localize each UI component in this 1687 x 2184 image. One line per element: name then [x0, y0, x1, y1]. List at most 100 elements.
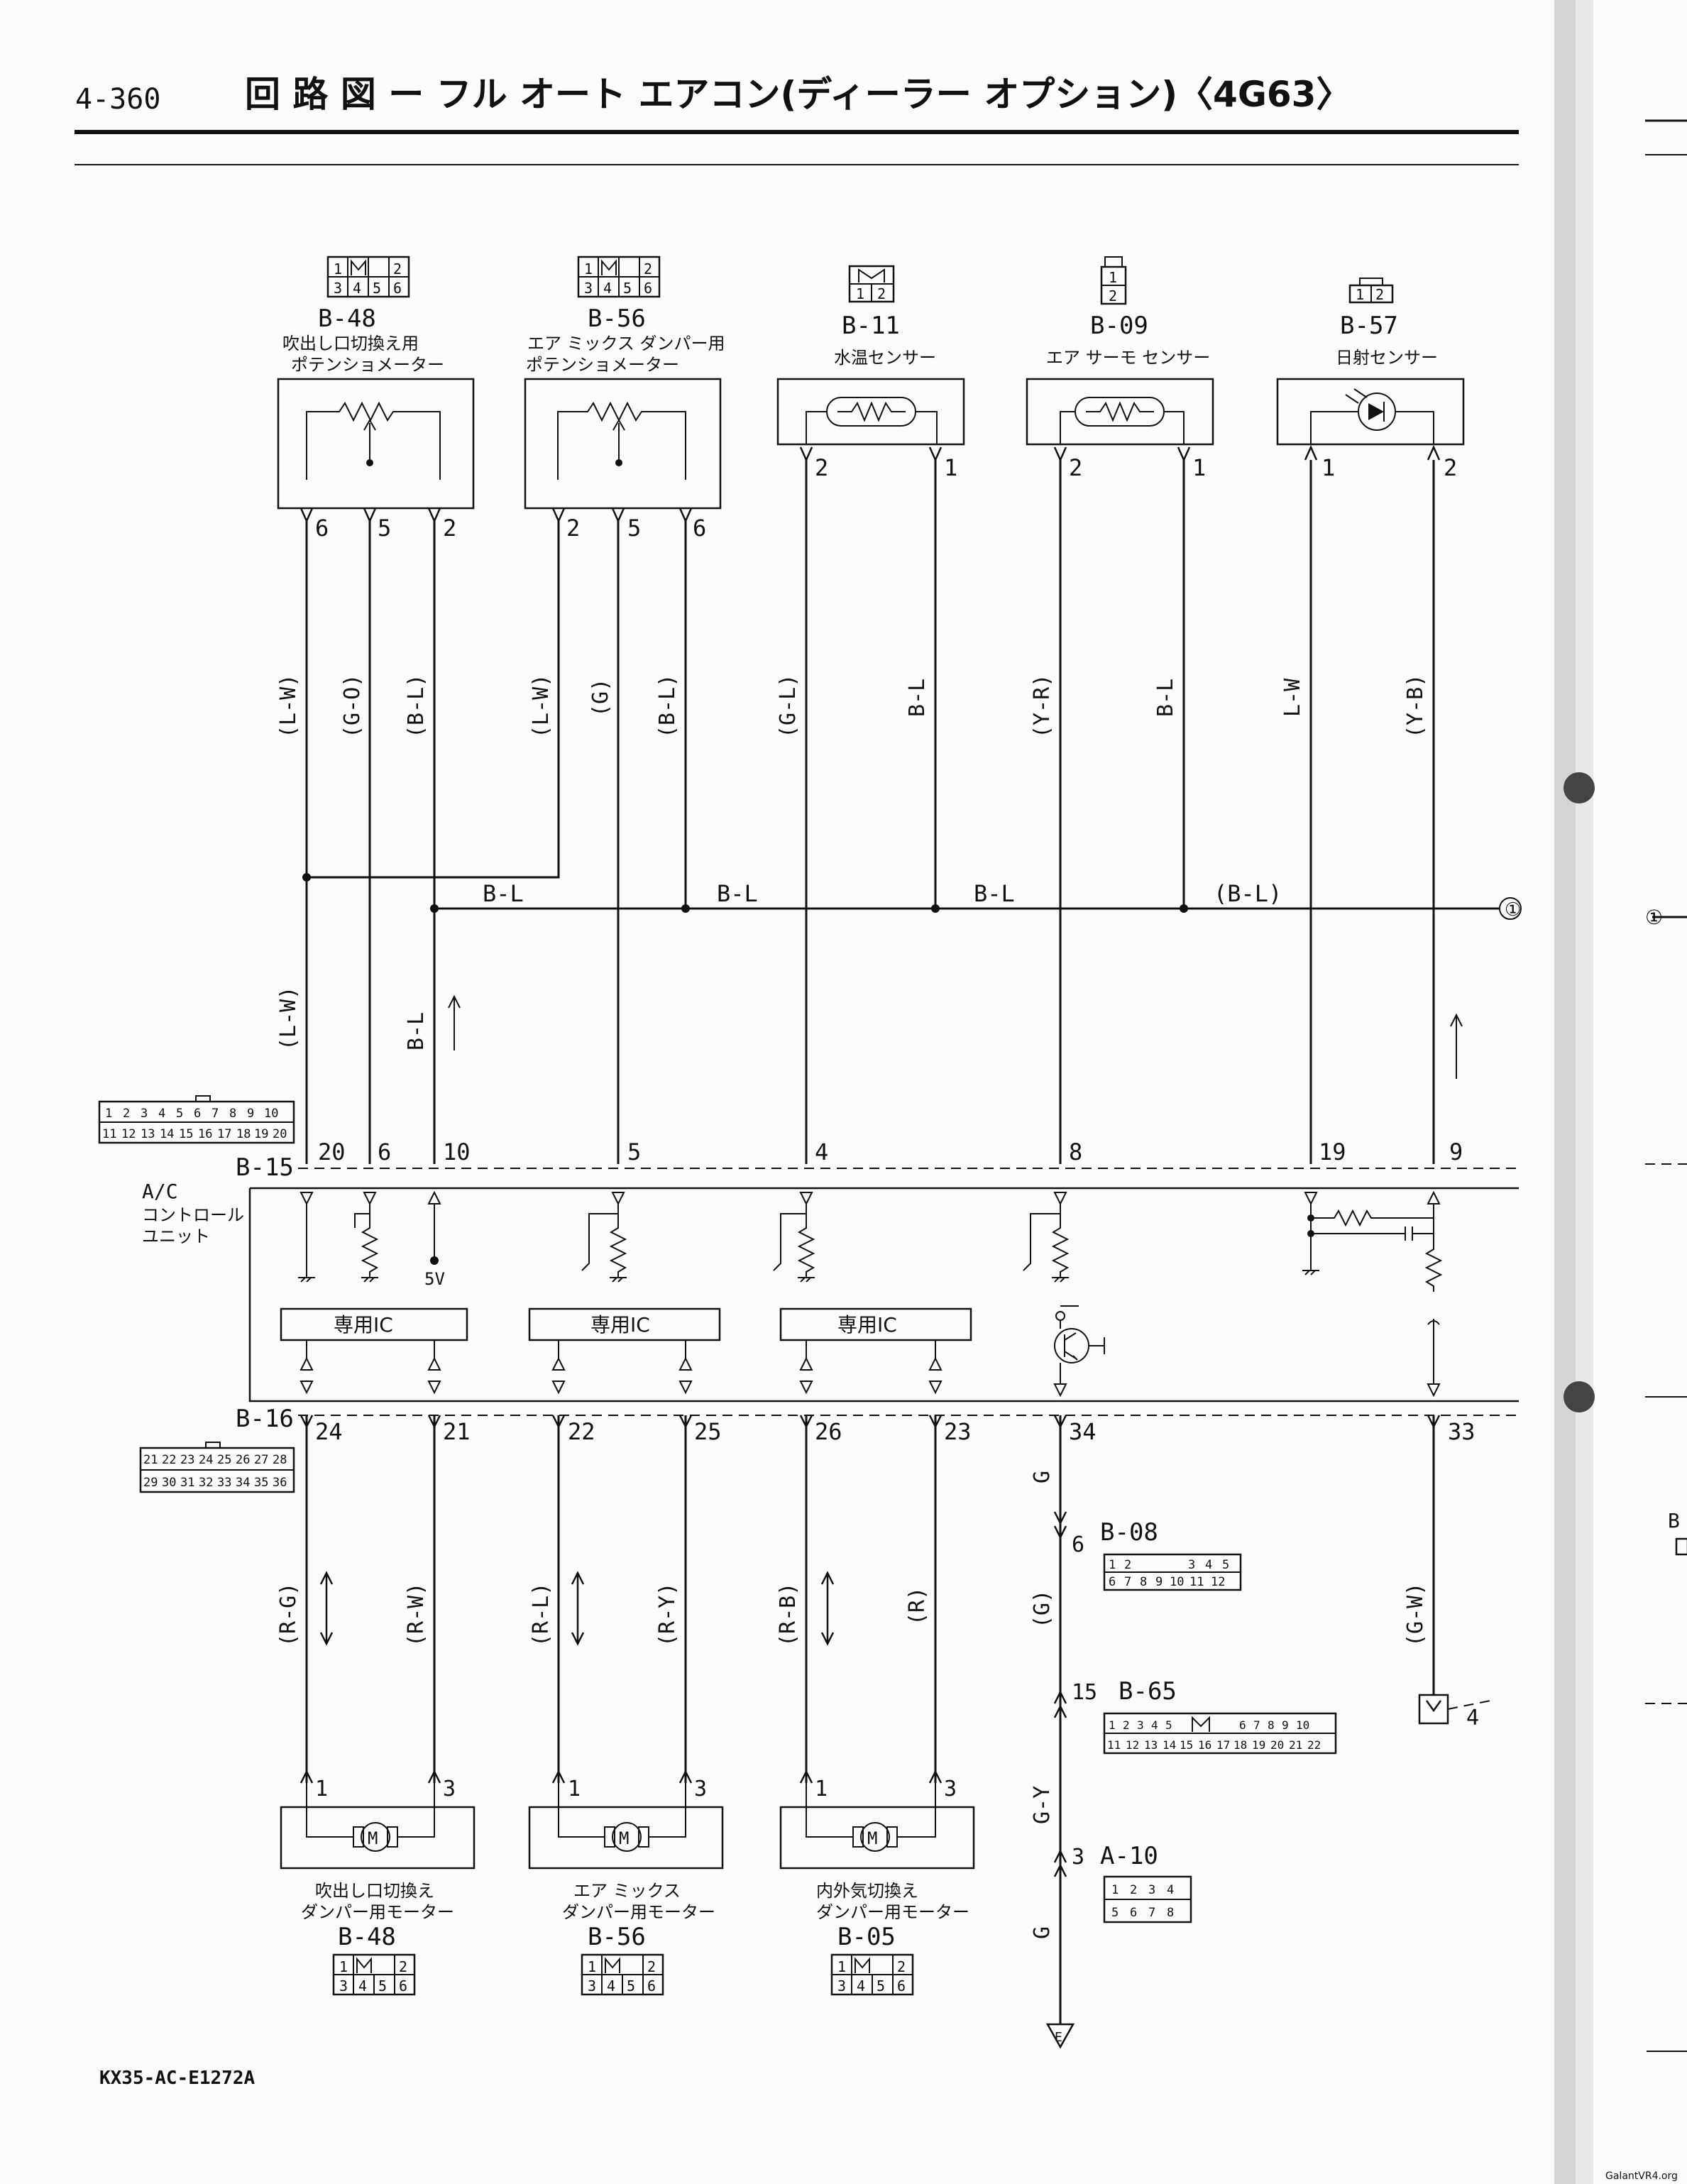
svg-text:10: 10	[1170, 1575, 1184, 1589]
binder-hole	[1564, 772, 1595, 803]
svg-text:6: 6	[647, 1977, 656, 1994]
b16-pin: 22	[568, 1418, 595, 1445]
right-page-marker: ①	[1645, 906, 1663, 929]
svg-text:2: 2	[393, 260, 402, 278]
b48-id: B-48	[318, 304, 376, 333]
b15-connector-label: B-15	[236, 1153, 294, 1182]
svg-text:6: 6	[194, 1107, 201, 1121]
svg-text:4: 4	[607, 1977, 615, 1994]
motor-b48-pin: 3	[443, 1777, 456, 1801]
svg-text:12: 12	[1126, 1738, 1139, 1752]
svg-text:3: 3	[334, 280, 342, 297]
b09-id: B-09	[1090, 312, 1148, 340]
svg-text:19: 19	[254, 1127, 268, 1141]
dedicated-ic-2	[528, 1307, 721, 1341]
b48-pin: 2	[443, 515, 456, 542]
a10-id: A-10	[1100, 1842, 1158, 1870]
wire-label: (L-W)	[276, 987, 301, 1050]
dedicated-ic-3	[779, 1307, 972, 1341]
b57-sensor-box	[1276, 378, 1465, 446]
svg-text:4: 4	[158, 1107, 165, 1121]
wire-label: (L-W)	[529, 674, 554, 738]
current-arrow	[1450, 1013, 1463, 1079]
svg-text:2: 2	[1123, 1718, 1130, 1732]
b48-potentiometer-box	[277, 378, 475, 510]
ground-wire-label: G	[1030, 1926, 1055, 1939]
dedicated-ic-2-label: 専用IC	[590, 1313, 650, 1337]
wire-label: (G)	[588, 679, 613, 717]
wire-label: (R-W)	[404, 1583, 429, 1647]
b48-name-line2: ポテンショメーター	[291, 355, 444, 375]
b57-pin: 1	[1321, 454, 1335, 481]
svg-text:1: 1	[856, 285, 864, 302]
b08-id: B-08	[1100, 1518, 1158, 1547]
svg-text:32: 32	[199, 1476, 213, 1490]
ground-wire-label: (G)	[1030, 1590, 1055, 1628]
svg-text:15: 15	[179, 1127, 193, 1141]
svg-text:6: 6	[1130, 1906, 1137, 1920]
b56-potentiometer-symbol	[557, 401, 686, 480]
b16-pin: 24	[315, 1418, 343, 1445]
svg-text:18: 18	[1233, 1738, 1247, 1752]
b09-sensor-box	[1026, 378, 1214, 446]
control-unit-internal-circuit	[298, 1190, 1443, 1398]
svg-text:2: 2	[877, 285, 886, 302]
svg-text:4: 4	[1205, 1558, 1212, 1572]
bus-label: B-L	[483, 880, 524, 907]
b16-pin: 34	[1069, 1418, 1097, 1445]
wire-label: B-L	[905, 679, 930, 717]
motor-b48-name-line2: ダンパー用モーター	[301, 1902, 454, 1922]
wire-label: (G-L)	[776, 674, 801, 738]
b56-potentiometer-box	[524, 378, 722, 510]
wire-label: (Y-R)	[1030, 674, 1055, 738]
b48-pin: 5	[378, 515, 391, 542]
svg-text:M: M	[368, 1828, 378, 1848]
motor-b56: M	[528, 1783, 724, 1870]
b56-id: B-56	[588, 304, 646, 333]
svg-text:20: 20	[1270, 1738, 1284, 1752]
svg-text:9: 9	[1282, 1718, 1289, 1732]
svg-text:3: 3	[339, 1977, 348, 1994]
b16-pin: 23	[944, 1418, 972, 1445]
motor-b56-id: B-56	[588, 1923, 646, 1951]
svg-text:12: 12	[1211, 1575, 1225, 1589]
b48-potentiometer-symbol	[306, 401, 441, 480]
svg-text:5: 5	[877, 1977, 885, 1994]
svg-text:1: 1	[584, 260, 593, 278]
svg-text:2: 2	[1375, 286, 1384, 303]
svg-text:2: 2	[647, 1958, 656, 1975]
svg-text:25: 25	[217, 1453, 231, 1467]
b11-sensor-box	[776, 378, 965, 446]
svg-text:8: 8	[229, 1107, 236, 1121]
svg-text:35: 35	[254, 1476, 268, 1490]
svg-text:23: 23	[180, 1453, 194, 1467]
svg-text:8: 8	[1268, 1718, 1275, 1732]
motor-b05-id: B-05	[837, 1923, 896, 1951]
svg-text:19: 19	[1252, 1738, 1265, 1752]
svg-text:5: 5	[1222, 1558, 1229, 1572]
ground-mark: E	[1055, 2030, 1062, 2045]
svg-text:2: 2	[123, 1107, 130, 1121]
svg-text:18: 18	[236, 1127, 251, 1141]
svg-text:3: 3	[1137, 1718, 1144, 1732]
svg-text:21: 21	[1289, 1738, 1302, 1752]
svg-text:4: 4	[603, 280, 612, 297]
svg-text:28: 28	[273, 1453, 287, 1467]
svg-text:21: 21	[143, 1453, 158, 1467]
svg-text:22: 22	[1307, 1738, 1321, 1752]
b08-pin: 6	[1072, 1532, 1084, 1557]
b15-pin: 20	[318, 1138, 346, 1165]
wire-label: (R-L)	[529, 1583, 554, 1647]
wire-label: L-W	[1280, 678, 1305, 717]
motor-b05-pin: 3	[944, 1777, 957, 1801]
svg-text:3: 3	[141, 1107, 148, 1121]
svg-text:20: 20	[273, 1127, 287, 1141]
svg-text:1: 1	[837, 1958, 846, 1975]
a10-pin: 3	[1072, 1845, 1084, 1870]
